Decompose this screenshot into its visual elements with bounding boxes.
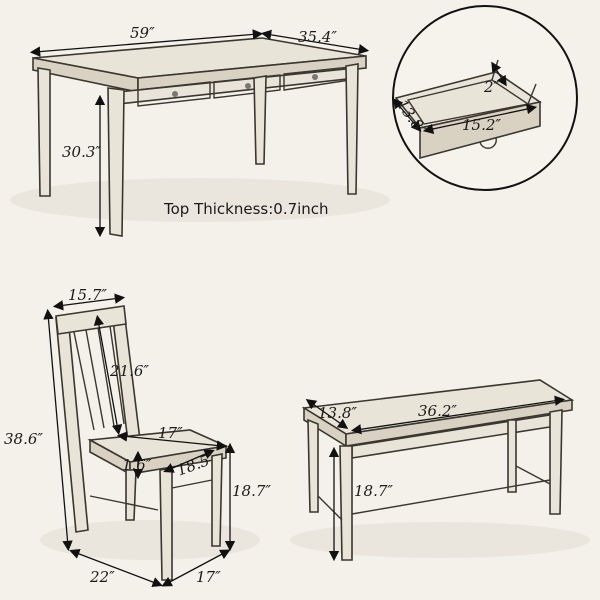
- chair-seat-width-label: 17″: [158, 424, 183, 442]
- desk-leg: [107, 87, 125, 237]
- drawer-detail-drawing: 13.8″ 15.2″ 2″: [392, 5, 578, 191]
- bench-height-label: 18.7″: [354, 482, 393, 500]
- top-thickness-note: Top Thickness:0.7inch: [163, 200, 329, 218]
- bench-leg: [507, 419, 517, 493]
- chair-back-height-label: 21.6″: [109, 362, 149, 380]
- chair-seat-height-label: 18.7″: [232, 482, 271, 500]
- bench-depth-label: 13.8″: [318, 404, 357, 422]
- bench-length-label: 36.2″: [418, 402, 457, 420]
- bench-leg: [339, 445, 353, 561]
- chair-total-height-label: 38.6″: [4, 430, 43, 448]
- chair-base-depth-label: 22″: [89, 568, 115, 586]
- chair-drawing: 15.7″ 21.6″ 38.6″ 17″ 18.5″ 1.6″ 18.7″ 2…: [4, 286, 271, 588]
- bench-leg: [549, 409, 563, 515]
- chair-front-leg: [211, 453, 223, 547]
- chair-seat-thickness-label: 1.6″: [122, 456, 152, 474]
- desk-height-label: 30.3″: [62, 143, 101, 161]
- drawer-width-label: 15.2″: [462, 116, 501, 134]
- bench-drawing: 13.8″ 36.2″ 18.7″: [290, 379, 590, 562]
- desk-drawing: 59″ 35.4″ 30.3″ Top Thickness:0.7inch: [10, 24, 390, 238]
- chair-back-width-label: 15.7″: [68, 286, 107, 304]
- desk-leg: [253, 75, 267, 165]
- chair-base-width-label: 17″: [196, 568, 221, 586]
- desk-length-label: 59″: [130, 24, 155, 42]
- bench-leg: [307, 418, 319, 513]
- desk-leg: [345, 63, 359, 195]
- chair-back-post: [55, 315, 89, 533]
- chair-front-leg: [159, 467, 173, 581]
- drawer-height-label: 2″: [483, 78, 500, 96]
- desk-width-label: 35.4″: [298, 28, 337, 46]
- desk-leg: [37, 67, 51, 197]
- desk-drawer-left: [137, 81, 211, 107]
